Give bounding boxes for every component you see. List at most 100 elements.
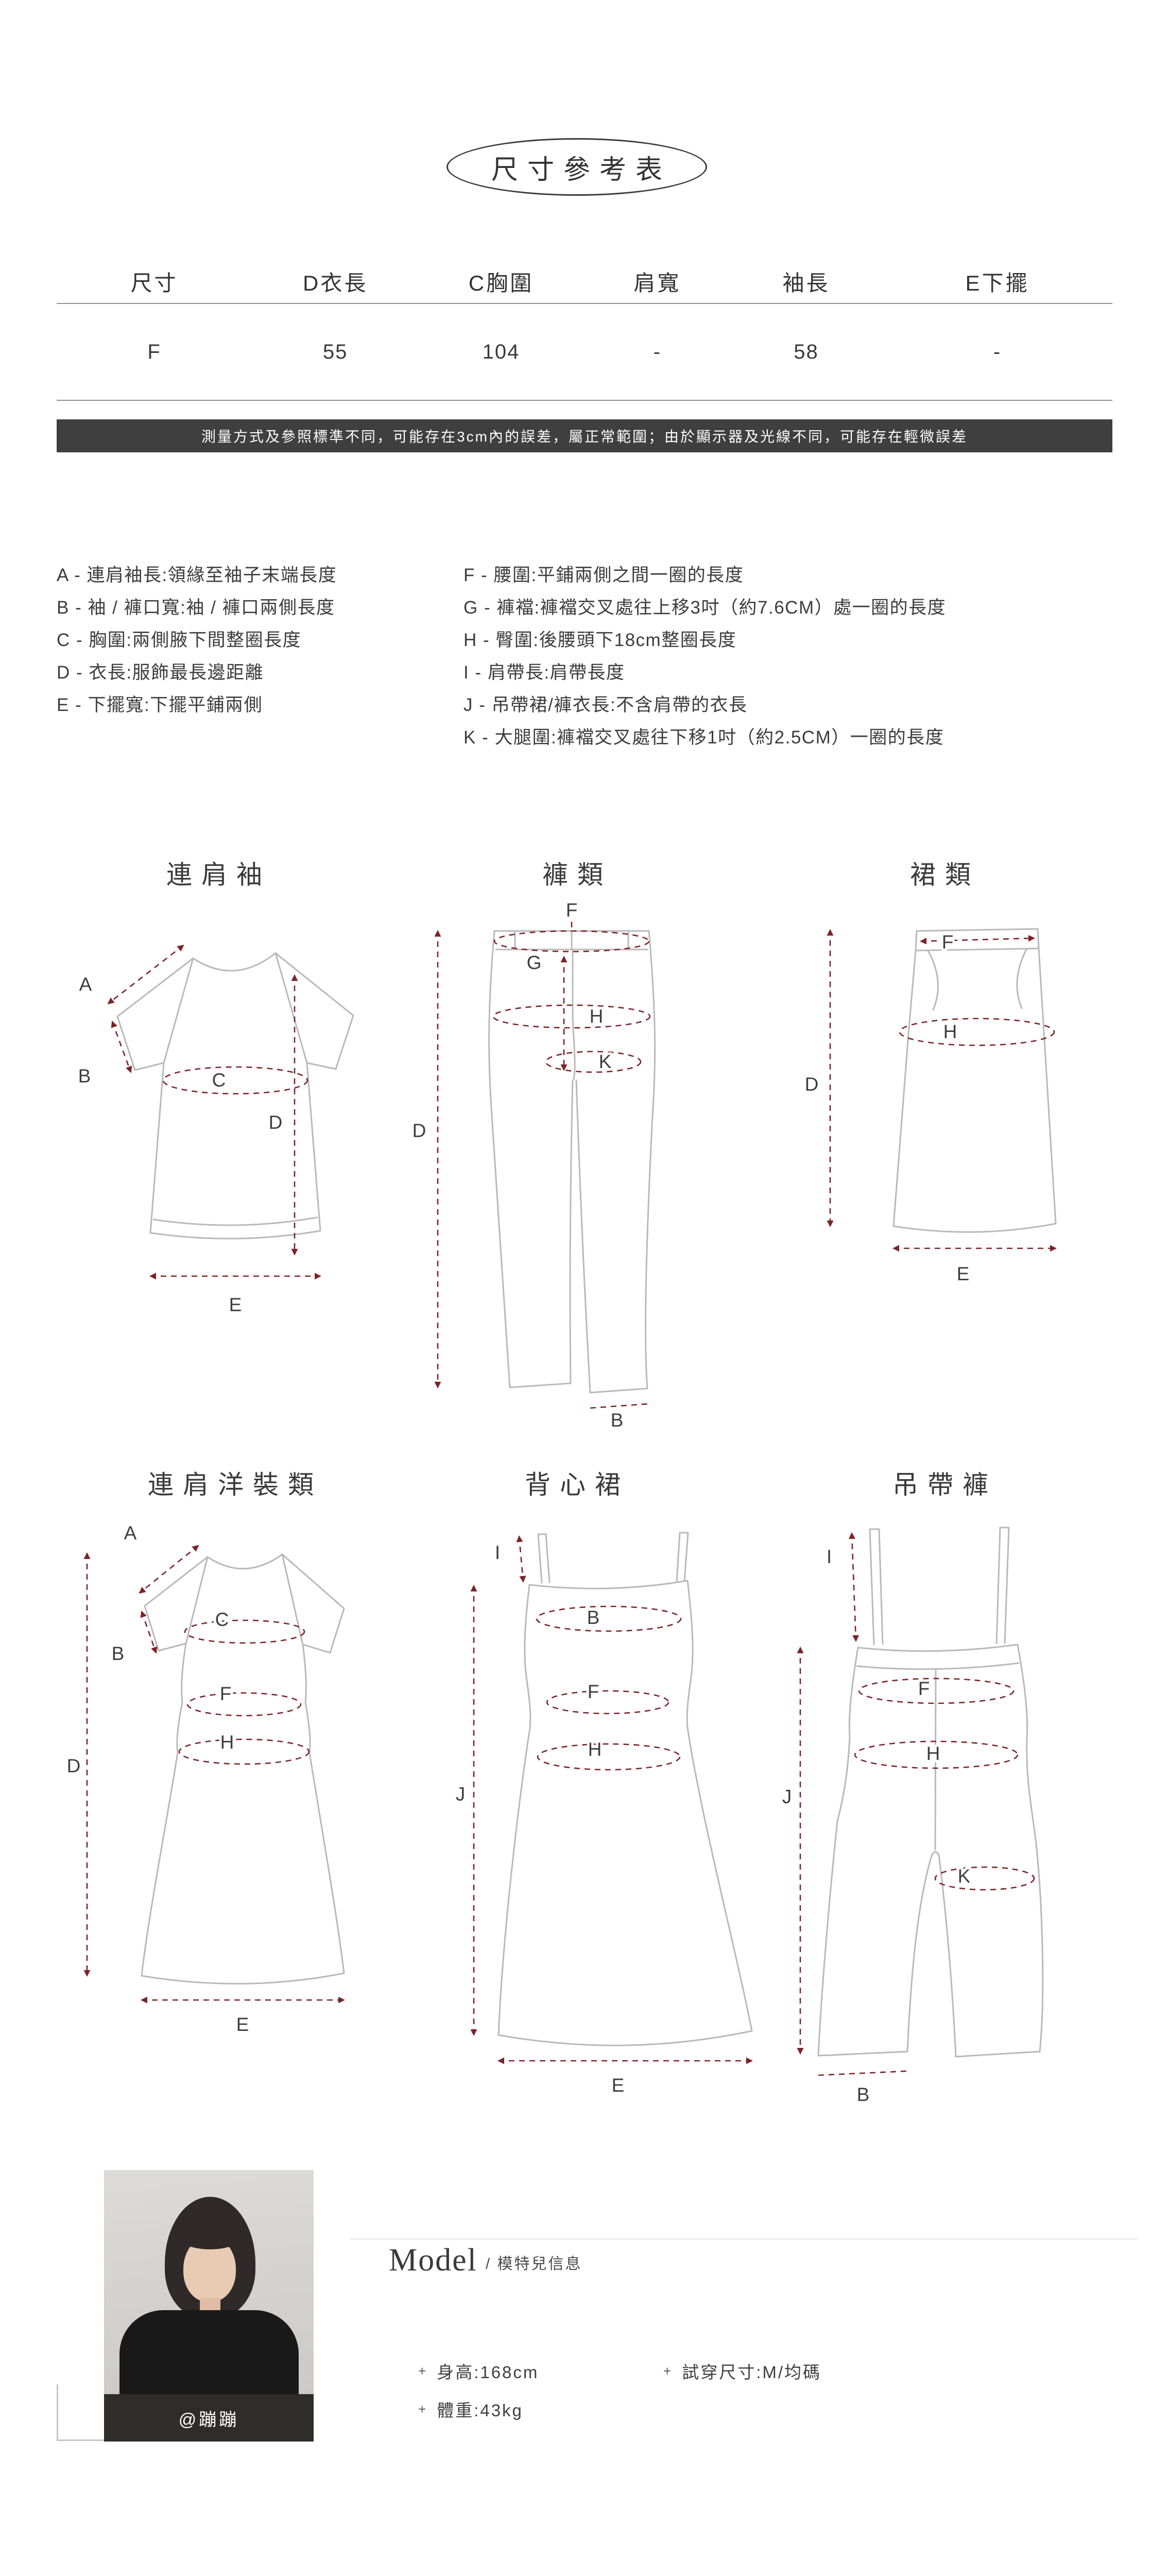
measure-label-H: H: [926, 1743, 940, 1764]
section-title-raglan-top: 連肩袖: [166, 860, 271, 889]
size-table-cell: 58: [794, 340, 819, 363]
measure-label-E: E: [229, 1294, 242, 1315]
size-table-cell: -: [993, 340, 1002, 363]
definition-line: B - 袖 / 褲口寬:袖 / 褲口兩側長度: [57, 598, 335, 618]
measure-label-J: J: [456, 1784, 466, 1805]
definition-line: H - 臀圍:後腰頭下18cm整圈長度: [463, 630, 737, 650]
model-photo: @蹦蹦: [104, 2170, 314, 2442]
model-heading-title: Model: [389, 2243, 477, 2278]
measure-label-E: E: [612, 2075, 625, 2096]
diagram-skirt-figure: F H D E: [802, 928, 1057, 1287]
diagram-pants-figure: F G H K D B: [410, 899, 656, 1430]
definition-line: A - 連肩袖長:領緣至袖子末端長度: [57, 565, 337, 585]
measure-label-F: F: [942, 931, 954, 953]
section-title-pinafore-dress: 背心裙: [525, 1470, 630, 1499]
measure-label-I: I: [495, 1542, 500, 1563]
model-stat-fitting-size: + 試穿尺寸:M/均碼: [663, 2359, 821, 2383]
measure-label-D: D: [269, 1112, 283, 1133]
section-title-pants: 褲類: [542, 860, 612, 889]
measure-label-K: K: [958, 1866, 971, 1887]
measure-label-D: D: [805, 1074, 819, 1095]
definition-line: D - 衣長:服飾最長邊距離: [57, 663, 264, 683]
measure-label-G: G: [527, 952, 542, 973]
plus-bullet-icon: +: [418, 2363, 428, 2379]
model-stat-text: 試穿尺寸:M/均碼: [682, 2363, 822, 2382]
size-table-header-cell: 肩寬: [633, 271, 681, 295]
diagram-row-1: A B C D E: [0, 899, 1168, 1432]
measure-label-B: B: [857, 2084, 870, 2105]
size-table-header-row: 尺寸 D衣長 C胸圍 肩寬 袖長 E下擺: [57, 260, 1112, 304]
plus-bullet-icon: +: [663, 2363, 673, 2379]
plus-bullet-icon: +: [418, 2401, 428, 2417]
diagram-raglan-dress-figure: A B C F H D E: [64, 1520, 345, 2038]
page-title-oval: 尺寸參考表: [446, 138, 707, 196]
measure-label-H: H: [220, 1732, 234, 1753]
measurement-annotations: [797, 1532, 1035, 2076]
model-photo-caption: @蹦蹦: [104, 2394, 314, 2442]
size-table-cell: -: [653, 340, 662, 363]
section-title-raglan-dress: 連肩洋裝類: [148, 1470, 323, 1499]
measure-label-F: F: [220, 1683, 232, 1704]
size-table-header-cell: D衣長: [303, 271, 368, 295]
measure-label-C: C: [215, 1609, 229, 1630]
measure-label-H: H: [588, 1739, 602, 1760]
definition-line: C - 胸圍:兩側腋下間整圈長度: [57, 630, 302, 650]
measure-label-A: A: [79, 974, 92, 995]
size-table-cell: 104: [482, 340, 520, 363]
garment-outline-skirt: [892, 928, 1057, 1233]
measure-label-C: C: [212, 1070, 226, 1091]
measure-label-I: I: [827, 1546, 832, 1567]
model-stat-text: 體重:43kg: [437, 2401, 523, 2420]
garment-outline-pants: [488, 930, 656, 1394]
corner-decoration: [57, 2384, 104, 2441]
measure-label-E: E: [236, 2014, 249, 2035]
definition-line: G - 褲襠:褲襠交叉處往上移3吋（約7.6CM）處一圈的長度: [463, 598, 947, 618]
notice-text: 測量方式及參照標準不同，可能存在3cm內的誤差，屬正常範圍；由於顯示器及光線不同…: [201, 429, 968, 445]
definition-line: E - 下擺寬:下擺平鋪兩側: [57, 695, 263, 715]
garment-outline-raglan-dress: [141, 1553, 345, 1985]
size-table-cell: F: [147, 340, 161, 363]
model-section-divider: [349, 2239, 1137, 2240]
model-heading: Model / 模特兒信息: [389, 2242, 582, 2279]
model-tag: @蹦蹦: [178, 2410, 239, 2430]
definition-line: J - 吊帶裙/褲衣長:不含肩帶的衣長: [463, 695, 748, 715]
model-stat-height: + 身高:168cm: [418, 2359, 539, 2383]
measurement-annotations: [107, 944, 321, 1280]
measure-label-D: D: [67, 1755, 81, 1776]
garment-outline-pinafore: [497, 1532, 753, 2046]
model-stat-text: 身高:168cm: [437, 2363, 539, 2382]
diagram-raglan-top-figure: A B C D E: [76, 944, 354, 1318]
definition-line: I - 肩帶長:肩帶長度: [463, 663, 625, 683]
measure-label-B: B: [611, 1410, 624, 1430]
model-fringe: [176, 2219, 244, 2249]
garment-outline-overalls: [817, 1527, 1044, 2058]
measurement-notice-banner: 測量方式及參照標準不同，可能存在3cm內的誤差，屬正常範圍；由於顯示器及光線不同…: [57, 419, 1112, 452]
definition-line: F - 腰圍:平鋪兩側之間一圈的長度: [463, 565, 744, 585]
definition-line: K - 大腿圍:褲襠交叉處往下移1吋（約2.5CM）一圈的長度: [463, 727, 944, 748]
measure-label-F: F: [566, 900, 578, 921]
measure-label-B: B: [78, 1065, 91, 1087]
definitions-right-column: F - 腰圍:平鋪兩側之間一圈的長度 G - 褲襠:褲襠交叉處往上移3吋（約7.…: [463, 559, 946, 754]
measure-label-K: K: [599, 1051, 612, 1072]
section-title-overalls: 吊帶褲: [892, 1470, 998, 1499]
section-title-skirts: 裙類: [910, 860, 980, 889]
measurement-annotations: [434, 922, 651, 1409]
measure-label-B: B: [112, 1643, 125, 1664]
size-table-header-cell: 袖長: [782, 271, 830, 295]
measure-label-H: H: [590, 1006, 604, 1027]
measurement-annotations: [83, 1545, 345, 2004]
model-torso: [119, 2310, 299, 2397]
definitions-left-column: A - 連肩袖長:領緣至袖子末端長度 B - 袖 / 褲口寬:袖 / 褲口兩側長…: [57, 559, 337, 721]
diagram-overalls-figure: I F H K J B: [780, 1527, 1044, 2108]
size-table-header-cell: C胸圍: [468, 271, 534, 295]
size-table-header-cell: 尺寸: [130, 271, 178, 295]
measure-label-D: D: [413, 1120, 426, 1141]
size-table-header-cell: E下擺: [965, 271, 1029, 295]
size-table-cell: 55: [322, 340, 348, 363]
measure-label-F: F: [918, 1678, 930, 1699]
measure-label-H: H: [943, 1021, 957, 1042]
diagram-pinafore-dress-figure: I B F H J E: [453, 1532, 753, 2098]
diagram-row-2: A B C F H D E: [0, 1510, 1168, 2112]
measure-label-B: B: [587, 1607, 600, 1628]
